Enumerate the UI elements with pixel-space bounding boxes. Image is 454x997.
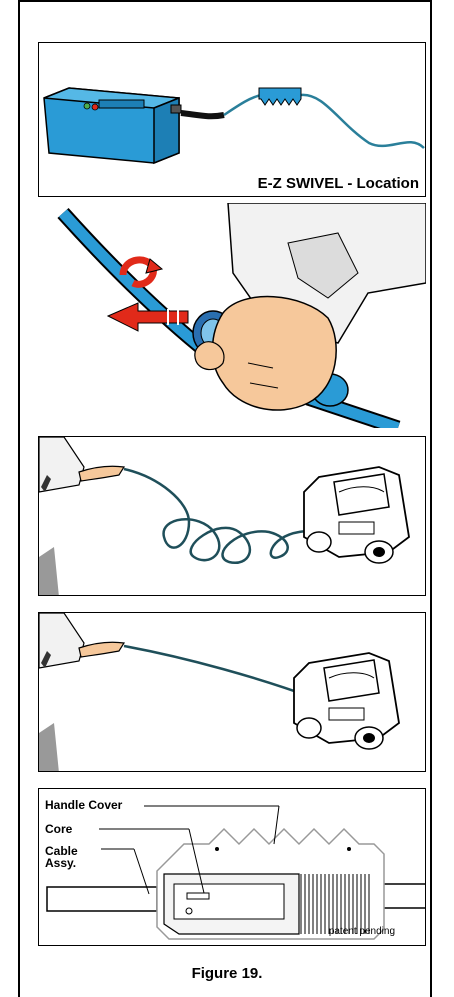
fist-icon bbox=[194, 295, 337, 411]
power-supply-icon bbox=[43, 87, 182, 165]
straight-cable-panel bbox=[38, 612, 426, 772]
cable-assy-label: Assy. bbox=[45, 856, 77, 870]
patent-note: patent pending bbox=[328, 926, 395, 937]
rotate-arrow-icon bbox=[119, 256, 164, 288]
pool-robot-icon bbox=[293, 652, 400, 750]
page-frame bbox=[18, 0, 432, 997]
tangled-cable-panel bbox=[38, 436, 426, 596]
swivel-icon bbox=[258, 87, 302, 106]
figure-caption: Figure 19. bbox=[191, 965, 263, 982]
swivel-diagram-panel: Handle Cover Core Cable Assy. patent pen… bbox=[38, 788, 426, 946]
hand-twist-illustration bbox=[38, 202, 427, 436]
handle-cover-label: Handle Cover bbox=[45, 798, 123, 812]
core-label: Core bbox=[45, 822, 73, 836]
pull-arrow-icon bbox=[106, 302, 189, 332]
cable-label: Cable bbox=[45, 844, 78, 858]
pool-robot-icon bbox=[303, 466, 410, 564]
swivel-location-panel: E-Z SWIVEL - Location bbox=[38, 42, 426, 197]
swivel-location-label: E-Z SWIVEL - Location bbox=[257, 175, 419, 192]
power-supply-illustration bbox=[43, 87, 425, 165]
